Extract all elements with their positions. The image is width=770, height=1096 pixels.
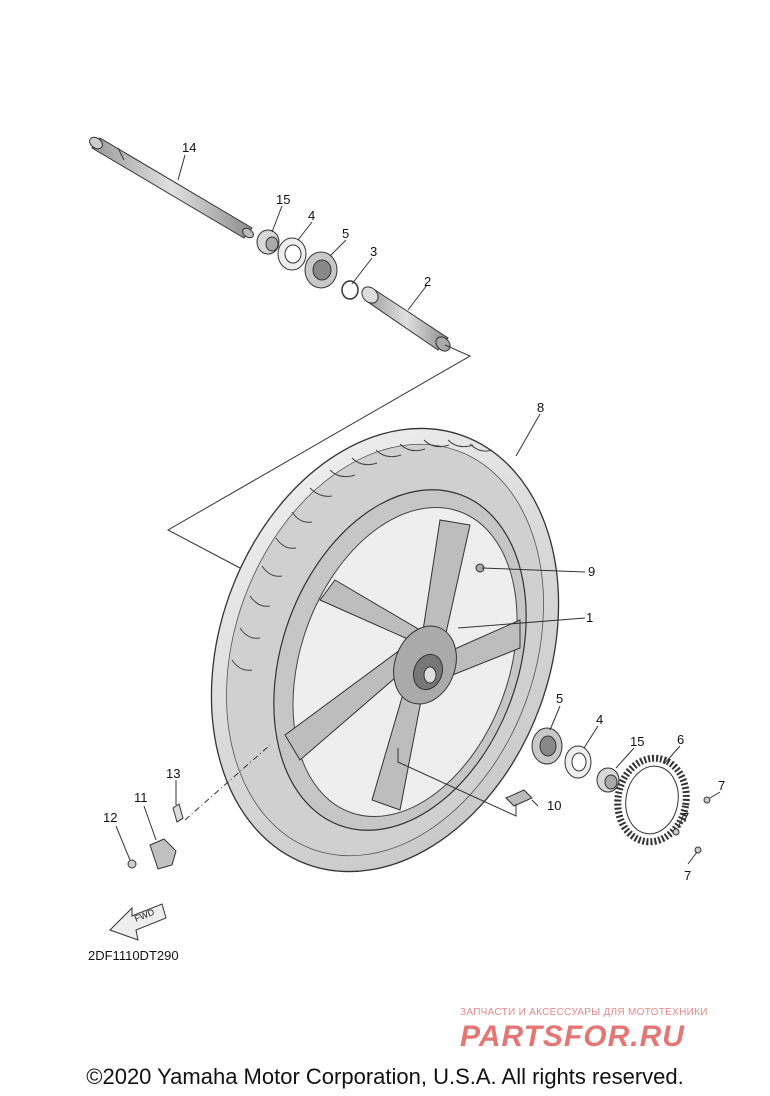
callout-2: 2	[424, 274, 431, 289]
callout-3: 3	[370, 244, 377, 259]
fwd-arrow-icon: FWD	[109, 903, 167, 941]
callout-9: 9	[588, 564, 595, 579]
callout-11: 11	[134, 790, 148, 805]
wheel-sensor	[149, 838, 177, 870]
callout-4-upper: 4	[308, 208, 315, 223]
copyright-text: ©2020 Yamaha Motor Corporation, U.S.A. A…	[86, 1064, 684, 1089]
callout-5-lower: 5	[556, 691, 563, 706]
callout-7-c: 7	[684, 868, 691, 883]
assembly-line-upper	[166, 344, 472, 569]
oil-seal-upper	[277, 237, 307, 271]
front-wheel	[210, 427, 560, 873]
sensor-bracket	[172, 803, 184, 823]
callout-5-upper: 5	[342, 226, 349, 241]
collar-lower	[596, 767, 620, 793]
bearing-upper	[304, 251, 338, 289]
watermark-logo: PARTSFOR.RU	[460, 1020, 685, 1053]
bearing-lower	[531, 727, 563, 765]
callout-15-upper: 15	[276, 192, 290, 207]
callout-12: 12	[103, 810, 117, 825]
diagram-code: 2DF1110DT290	[88, 948, 179, 963]
callout-6: 6	[677, 732, 684, 747]
sensor-rotor	[614, 754, 690, 846]
parts-diagram: 14 15 4 5 3 2 8 9 1 5 4 15 6 7 7 7 10 13…	[88, 136, 725, 1053]
sensor-bolt	[127, 859, 137, 869]
watermark-tagline: ЗАПЧАСТИ И АКСЕССУАРЫ ДЛЯ МОТОТЕХНИКИ	[460, 1007, 708, 1018]
spacer-tube	[361, 286, 451, 352]
circlip	[341, 280, 359, 300]
leader-lines	[115, 154, 721, 865]
rotor-screws	[672, 796, 711, 854]
balance-weight	[505, 789, 533, 807]
callout-15-lower: 15	[630, 734, 644, 749]
assembly-line-weight	[397, 748, 517, 817]
sensor-leader-line	[184, 744, 271, 821]
oil-seal-lower	[564, 745, 592, 779]
callout-1: 1	[586, 610, 593, 625]
callout-13: 13	[166, 766, 180, 781]
axle-shaft	[89, 136, 254, 239]
callout-14: 14	[182, 140, 196, 155]
collar-upper	[256, 229, 280, 255]
callout-7-b: 7	[682, 810, 689, 825]
callout-4-lower: 4	[596, 712, 603, 727]
callout-7-a: 7	[718, 778, 725, 793]
callout-labels: 14 15 4 5 3 2 8 9 1 5 4 15 6 7 7 7 10 13…	[103, 140, 725, 883]
callout-10: 10	[547, 798, 561, 813]
callout-8: 8	[537, 400, 544, 415]
